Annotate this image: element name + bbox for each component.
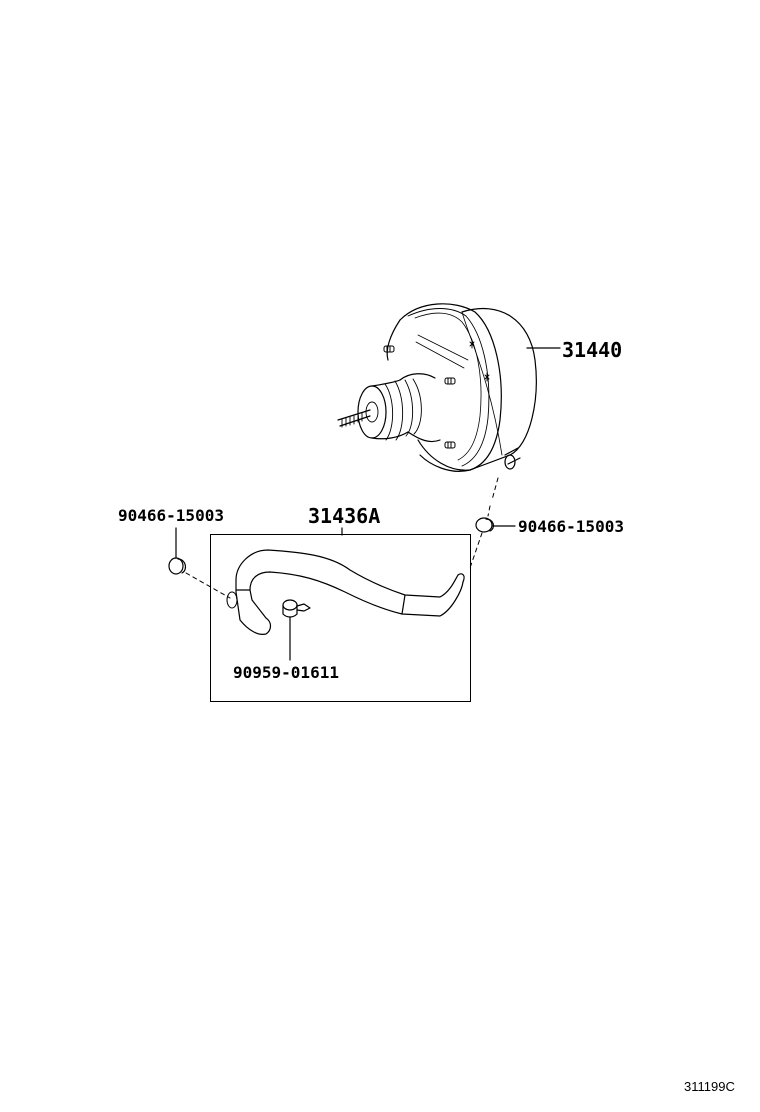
assembly-dashed-line	[487, 477, 499, 517]
part-label-cap-left[interactable]: 90466-15003	[118, 506, 224, 525]
part-label-hose-clamp[interactable]: 90959-01611	[233, 663, 339, 682]
part-label-cap-right[interactable]: 90466-15003	[518, 517, 624, 536]
brake-booster-illustration	[337, 303, 561, 472]
clamp-illustration	[282, 599, 311, 661]
diagram-reference-code: 311199C	[684, 1079, 735, 1094]
cap-right-illustration	[475, 517, 516, 533]
part-label-booster[interactable]: 31440	[562, 338, 623, 362]
part-label-hose-assembly[interactable]: 31436A	[308, 504, 381, 528]
cap-left-illustration	[168, 527, 187, 575]
hose-assembly-group-box	[210, 534, 471, 702]
hose-illustration	[226, 527, 465, 635]
